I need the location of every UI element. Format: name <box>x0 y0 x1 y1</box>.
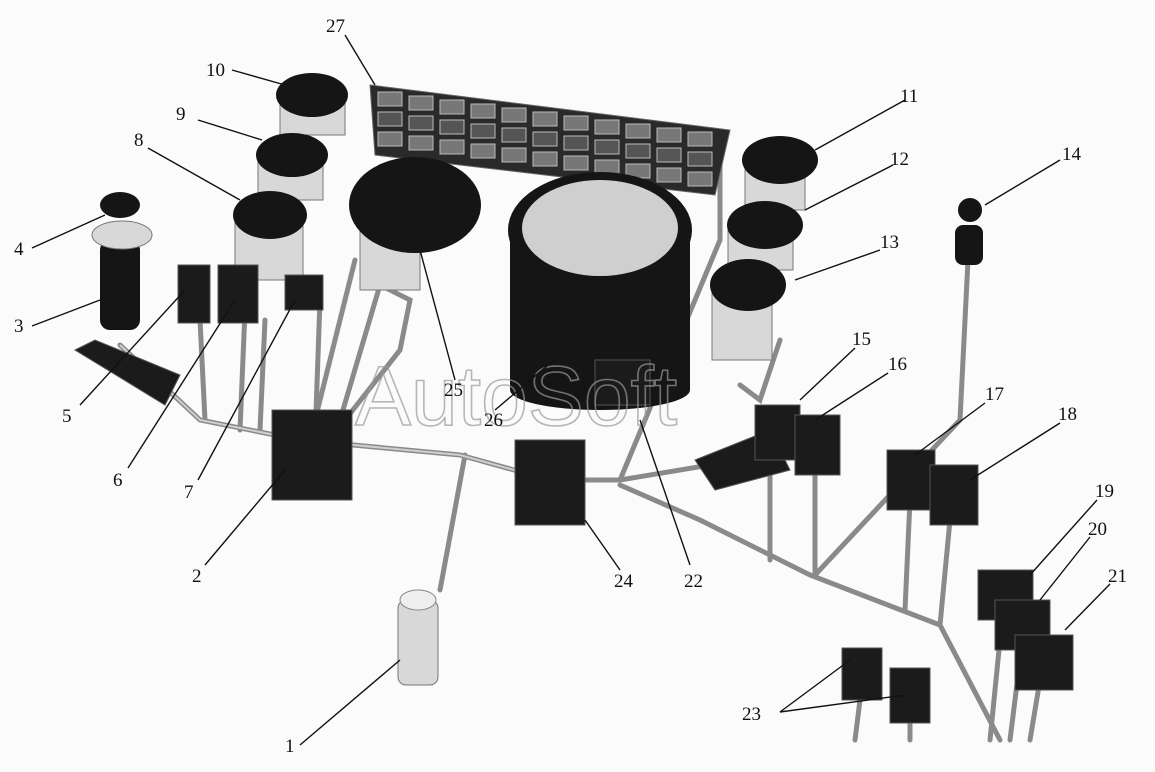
leader-line-23 <box>779 694 906 713</box>
leader-line-21 <box>1064 583 1111 631</box>
callout-label-10: 10 <box>206 60 225 81</box>
callout-label-24: 24 <box>614 571 634 592</box>
callout-label-18: 18 <box>1058 404 1077 425</box>
leader-line-19 <box>1029 499 1098 576</box>
leader-line-23 <box>779 659 851 713</box>
callout-label-17: 17 <box>985 384 1004 405</box>
panel-cell <box>625 143 651 159</box>
callout-label-25: 25 <box>444 380 463 401</box>
callout-label-27: 27 <box>326 16 345 37</box>
leader-line-25 <box>419 249 456 381</box>
cylinder-components-left <box>91 73 481 330</box>
callout-label-16: 16 <box>888 354 907 375</box>
leader-line-1 <box>299 659 401 746</box>
panel-cell <box>625 123 651 139</box>
leader-line-16 <box>814 372 889 421</box>
callout-label-4: 4 <box>14 239 24 260</box>
panel-cell <box>377 111 403 127</box>
leader-line-15 <box>799 347 856 401</box>
watermark: AutoSoft <box>355 349 677 443</box>
large-cylinder-component <box>508 172 692 410</box>
callout-label-5: 5 <box>62 406 72 427</box>
panel-cell <box>439 119 465 135</box>
panel-cell <box>439 139 465 155</box>
callout-label-20: 20 <box>1088 519 1107 540</box>
callout-label-26: 26 <box>484 410 503 431</box>
callout-label-14: 14 <box>1062 144 1082 165</box>
leader-line-4 <box>31 214 106 249</box>
panel-cell <box>470 123 496 139</box>
leader-line-18 <box>969 422 1061 481</box>
panel-cell <box>470 143 496 159</box>
leader-line-11 <box>814 99 906 151</box>
panel-cell <box>439 99 465 115</box>
leader-line-3 <box>31 299 101 327</box>
callout-label-13: 13 <box>880 232 899 253</box>
panel-cell <box>408 115 434 131</box>
panel-cell <box>501 127 527 143</box>
leader-line-17 <box>914 402 986 456</box>
callout-label-7: 7 <box>184 482 194 503</box>
leader-line-2 <box>204 469 286 566</box>
panel-cell <box>470 103 496 119</box>
panel-cell <box>563 135 589 151</box>
leader-line-9 <box>197 119 263 141</box>
leader-line-13 <box>794 249 881 281</box>
callout-label-1: 1 <box>285 736 295 757</box>
panel-cell <box>501 147 527 163</box>
panel-cell <box>377 131 403 147</box>
callout-label-19: 19 <box>1095 481 1114 502</box>
panel-cell <box>501 107 527 123</box>
panel-cell <box>687 131 713 147</box>
callout-label-11: 11 <box>900 86 918 107</box>
callout-label-9: 9 <box>176 104 186 125</box>
panel-cell <box>377 91 403 107</box>
fuse-relay-panel <box>369 84 731 196</box>
panel-cell <box>594 159 620 175</box>
callout-label-23: 23 <box>742 704 761 725</box>
callout-labels: 1234567891011121314151617181920212223242… <box>14 16 1127 757</box>
leader-line-22 <box>639 419 691 566</box>
panel-cell <box>687 151 713 167</box>
leader-line-12 <box>804 164 894 211</box>
panel-cell <box>563 115 589 131</box>
leader-line-7 <box>197 299 296 481</box>
panel-cell <box>594 139 620 155</box>
leader-line-8 <box>147 147 241 201</box>
panel-cell <box>563 155 589 171</box>
callout-label-8: 8 <box>134 130 144 151</box>
leader-line-10 <box>231 69 286 86</box>
leader-line-6 <box>127 299 236 469</box>
leader-line-5 <box>79 289 186 406</box>
panel-cell <box>408 95 434 111</box>
panel-cell <box>594 119 620 135</box>
connector-blocks <box>73 264 1074 724</box>
wiring-harness <box>117 157 1043 743</box>
leader-line-20 <box>1039 536 1091 601</box>
leader-line-14 <box>984 159 1061 206</box>
callout-label-21: 21 <box>1108 566 1127 587</box>
panel-cell <box>532 131 558 147</box>
panel-cell <box>532 151 558 167</box>
callout-label-3: 3 <box>14 316 24 337</box>
cylinder-components-right <box>397 136 983 686</box>
panel-cell <box>532 111 558 127</box>
callout-label-12: 12 <box>890 149 909 170</box>
callout-label-6: 6 <box>113 470 123 491</box>
leader-line-27 <box>344 34 376 86</box>
panel-cell <box>656 147 682 163</box>
leader-line-26 <box>494 354 561 411</box>
callout-label-15: 15 <box>852 329 871 350</box>
panel-cell <box>687 171 713 187</box>
callout-label-2: 2 <box>192 566 202 587</box>
leader-line-24 <box>584 519 621 571</box>
panel-cell <box>656 127 682 143</box>
panel-cell <box>408 135 434 151</box>
panel-cell <box>656 167 682 183</box>
callout-label-22: 22 <box>684 571 703 592</box>
